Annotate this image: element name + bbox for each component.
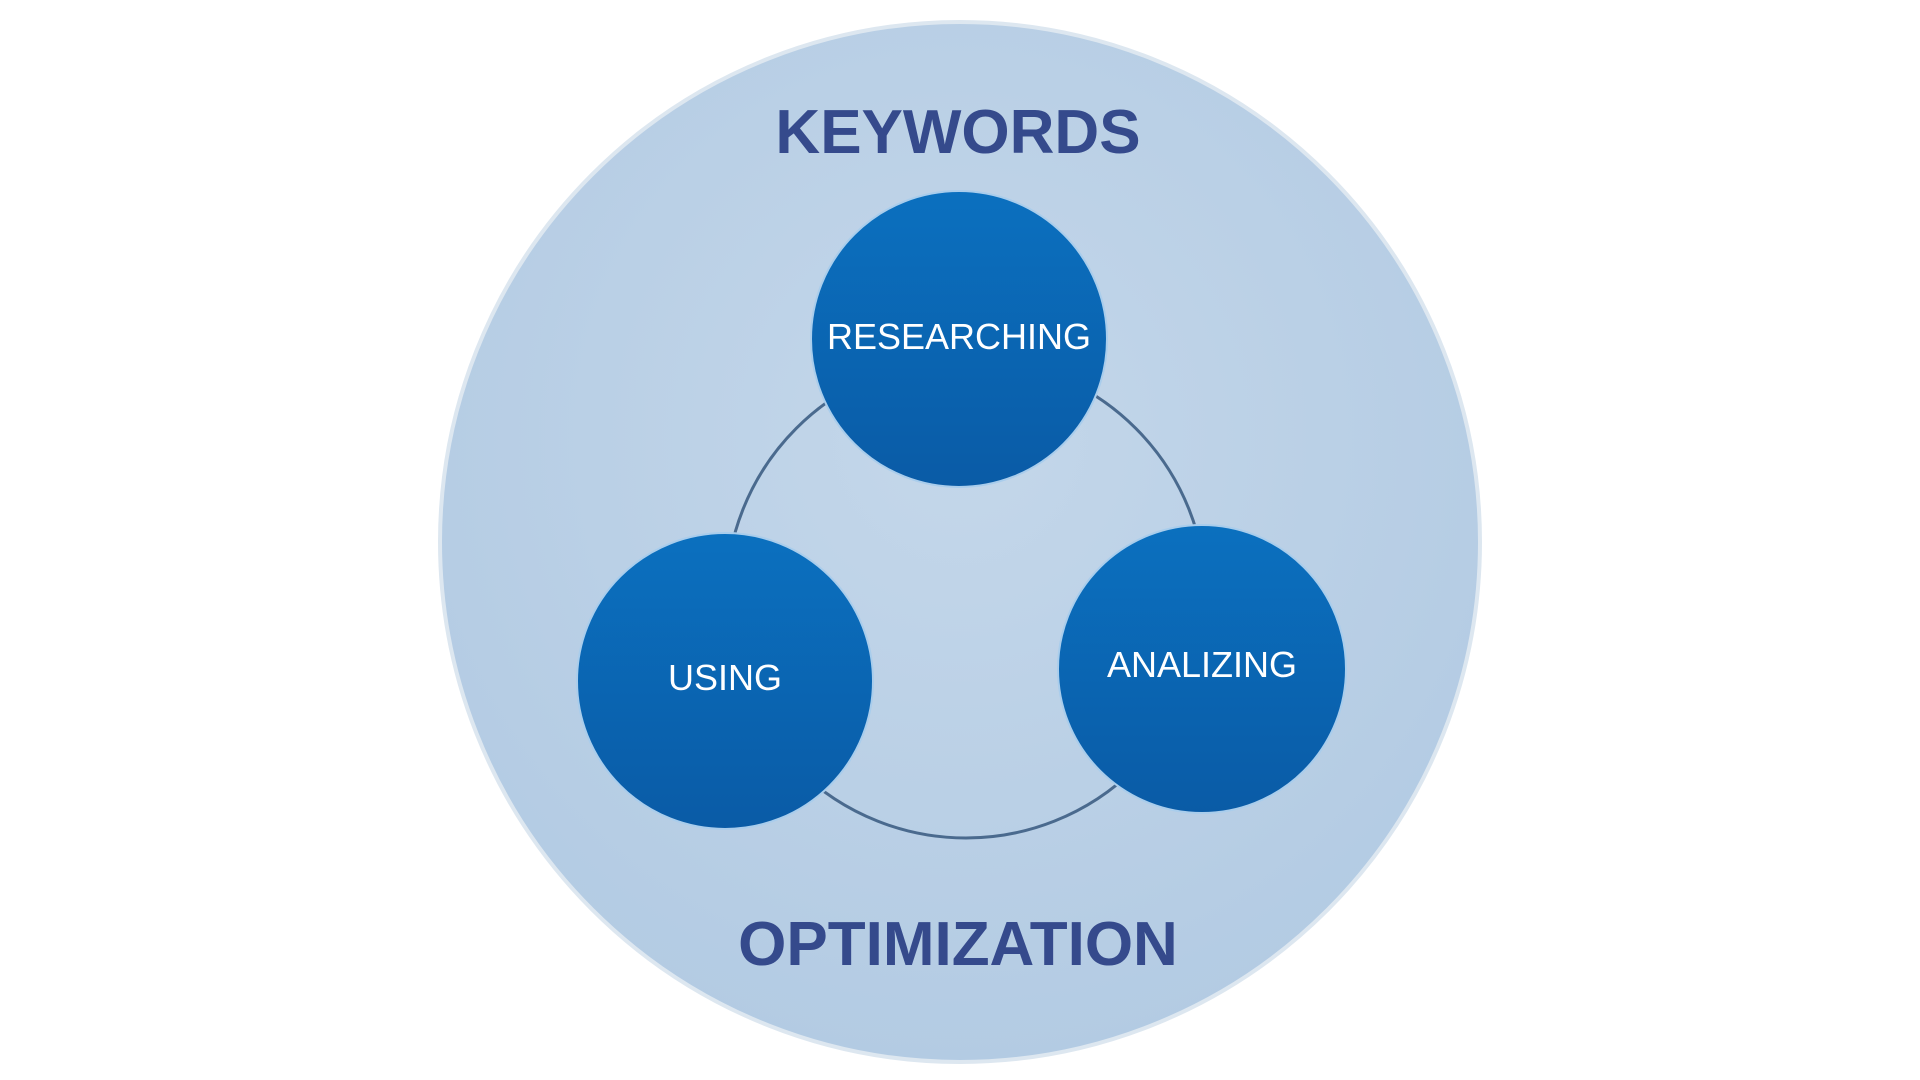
node-label: RESEARCHING bbox=[827, 316, 1091, 357]
node-label: USING bbox=[668, 657, 782, 698]
node-circle bbox=[1057, 524, 1347, 814]
node-researching: RESEARCHING bbox=[810, 190, 1108, 488]
node-label: ANALIZING bbox=[1107, 644, 1297, 685]
title-keywords: KEYWORDS bbox=[775, 98, 1140, 167]
node-analizing: ANALIZING bbox=[1057, 524, 1347, 814]
outer-circle bbox=[438, 20, 1482, 1064]
title-optimization: OPTIMIZATION bbox=[738, 910, 1178, 979]
node-using: USING bbox=[576, 532, 874, 830]
node-circle bbox=[576, 532, 874, 830]
node-circle bbox=[810, 190, 1108, 488]
